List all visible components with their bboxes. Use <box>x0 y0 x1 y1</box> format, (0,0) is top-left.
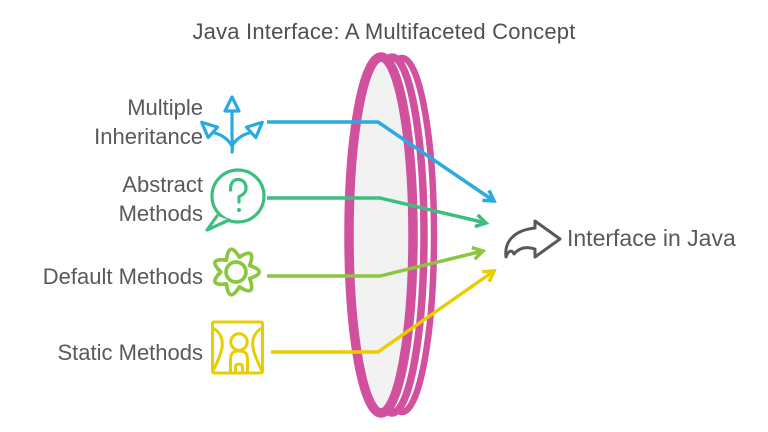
page-title: Java Interface: A Multifaceted Concept <box>192 19 576 44</box>
line-static-methods <box>271 269 497 354</box>
gear-icon <box>213 247 262 297</box>
facet-label-multiple-inheritance: Multiple Inheritance <box>94 95 203 149</box>
question-bubble-icon <box>205 168 266 232</box>
facet-label-abstract-methods: Abstract Methods <box>118 172 203 226</box>
lens <box>344 52 438 418</box>
branch-arrows-icon <box>200 95 264 154</box>
facet-label-static-methods: Static Methods <box>57 340 203 365</box>
curved-arrow-icon <box>504 219 562 259</box>
facet-label-default-methods: Default Methods <box>42 264 203 289</box>
line-multiple-inheritance <box>267 120 497 203</box>
line-default-methods <box>267 245 487 278</box>
stage-person-icon <box>211 320 264 375</box>
lens-front-slice <box>344 52 418 418</box>
line-abstract-methods <box>267 196 490 229</box>
result-label: Interface in Java <box>567 225 736 251</box>
